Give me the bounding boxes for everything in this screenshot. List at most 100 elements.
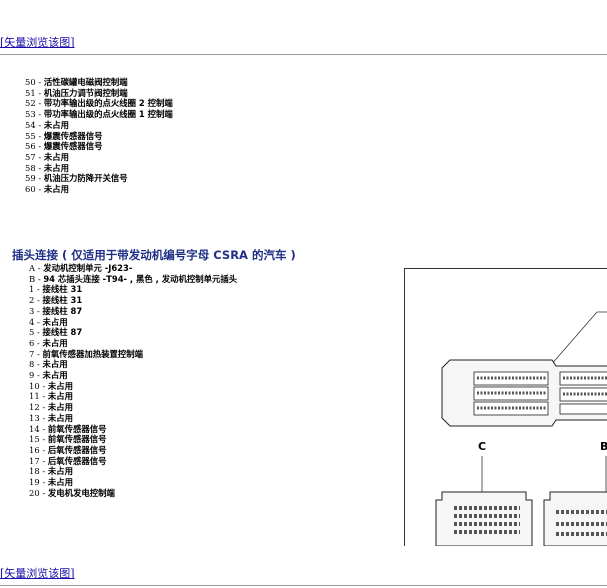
- pin-number: 56: [25, 141, 36, 152]
- separator: -: [35, 87, 44, 98]
- separator: -: [35, 77, 44, 87]
- separator: -: [39, 444, 48, 455]
- pin-number: 11: [29, 391, 40, 402]
- pin-description: 接线柱 31: [42, 284, 83, 295]
- pin-description: 未占用: [47, 466, 73, 477]
- pin-list-item: 17 - 后氧传感器信号: [29, 456, 237, 467]
- pin-number: 55: [25, 130, 36, 141]
- pin-list-item: 52 - 带功率输出级的点火线圈 2 控制端: [25, 98, 173, 109]
- pin-number: 12: [29, 402, 40, 413]
- pin-number: 10: [29, 380, 40, 391]
- pin-number: 52: [25, 98, 36, 109]
- separator: -: [39, 434, 48, 445]
- pin-description: 爆震传感器信号: [43, 141, 103, 152]
- pin-description: 接线柱 87: [42, 305, 83, 316]
- separator: -: [35, 119, 44, 130]
- separator: -: [34, 370, 43, 381]
- pin-list-item: B - 94 芯插头连接 -T94- , 黑色 , 发动机控制单元插头: [29, 274, 237, 285]
- vector-view-link-bottom[interactable]: [矢量浏览该图]: [0, 567, 75, 580]
- pin-list-item: 4 - 未占用: [29, 317, 237, 328]
- pin-number: 13: [29, 412, 40, 423]
- separator: -: [34, 305, 43, 316]
- pin-description: 后氧传感器信号: [47, 455, 107, 466]
- pin-number: 60: [25, 184, 36, 195]
- separator: -: [39, 477, 48, 488]
- pin-description: 后氧传感器信号: [47, 444, 107, 455]
- pin-description: 未占用: [43, 151, 69, 162]
- divider-bottom: [0, 585, 607, 586]
- pin-number: 16: [29, 444, 40, 455]
- pin-list-item: 15 - 前氧传感器信号: [29, 434, 237, 445]
- separator: -: [34, 295, 43, 306]
- pin-description: 未占用: [47, 402, 73, 413]
- pin-number: A: [29, 263, 36, 273]
- separator: -: [34, 327, 43, 338]
- pin-description: 接线柱 31: [42, 295, 83, 306]
- separator: -: [35, 273, 44, 284]
- pin-list-item: 59 - 机油压力防降开关信号: [25, 173, 173, 184]
- pin-list-item: 56 - 爆震传感器信号: [25, 141, 173, 152]
- pin-number: 51: [25, 87, 36, 98]
- pin-description: 未占用: [47, 391, 73, 402]
- pin-list-item: 54 - 未占用: [25, 120, 173, 131]
- divider-top: [0, 54, 607, 55]
- separator: -: [39, 455, 48, 466]
- separator: -: [35, 130, 44, 141]
- pin-description: 机油压力调节阀控制端: [43, 87, 128, 98]
- label-c: C: [478, 440, 486, 453]
- pin-number: 7: [29, 348, 35, 359]
- separator: -: [39, 380, 48, 391]
- separator: -: [35, 173, 44, 184]
- pin-description: 前氧传感器信号: [47, 423, 107, 434]
- separator: -: [34, 284, 43, 295]
- separator: -: [34, 316, 43, 327]
- pin-description: 活性碳罐电磁阀控制端: [43, 77, 128, 87]
- pin-number: 4: [29, 316, 35, 327]
- separator: -: [34, 337, 43, 348]
- pin-list-item: 9 - 未占用: [29, 370, 237, 381]
- pin-number: 15: [29, 434, 40, 445]
- pin-list-item: 51 - 机油压力调节阀控制端: [25, 88, 173, 99]
- pin-description: 发电机发电控制端: [47, 487, 115, 498]
- pin-number: 58: [25, 162, 36, 173]
- pin-list-item: 12 - 未占用: [29, 402, 237, 413]
- pin-list-item: 60 - 未占用: [25, 184, 173, 195]
- pin-description: 机油压力防降开关信号: [43, 173, 128, 184]
- pin-description: 带功率输出级的点火线圈 2 控制端: [43, 98, 173, 109]
- pin-description: 带功率输出级的点火线圈 1 控制端: [43, 109, 173, 120]
- pin-description: 未占用: [42, 337, 68, 348]
- pin-list-item: 19 - 未占用: [29, 477, 237, 488]
- pin-list-item: 5 - 接线柱 87: [29, 327, 237, 338]
- pin-description: 发动机控制单元 -J623-: [43, 263, 133, 273]
- separator: -: [35, 141, 44, 152]
- pin-list-item: 7 - 前氧传感器加热装置控制端: [29, 349, 237, 360]
- pin-list-item: 6 - 未占用: [29, 338, 237, 349]
- pin-number: 9: [29, 370, 35, 381]
- separator: -: [39, 423, 48, 434]
- pin-number: 54: [25, 119, 36, 130]
- pin-number: 50: [25, 77, 36, 87]
- separator: -: [34, 348, 43, 359]
- pin-description: 未占用: [47, 412, 73, 423]
- label-b: B: [600, 440, 607, 453]
- separator: -: [39, 402, 48, 413]
- pin-list-item: 57 - 未占用: [25, 152, 173, 163]
- pin-list-item: 11 - 未占用: [29, 391, 237, 402]
- vector-view-link-top[interactable]: [矢量浏览该图]: [0, 36, 75, 49]
- separator: -: [35, 184, 44, 195]
- pin-description: 94 芯插头连接 -T94- , 黑色 , 发动机控制单元插头: [43, 273, 238, 284]
- pin-number: 59: [25, 173, 36, 184]
- connector-figure: C B: [404, 268, 607, 559]
- pin-number: 20: [29, 487, 40, 498]
- pin-description: 未占用: [47, 380, 73, 391]
- pin-number: 6: [29, 337, 35, 348]
- pin-description: 接线柱 87: [42, 327, 83, 338]
- separator: -: [35, 98, 44, 109]
- pin-description: 爆震传感器信号: [43, 130, 103, 141]
- pin-list-item: 1 - 接线柱 31: [29, 284, 237, 295]
- pin-description: 前氧传感器加热装置控制端: [42, 348, 144, 359]
- pin-description: 前氧传感器信号: [47, 434, 107, 445]
- pin-number: 53: [25, 109, 36, 120]
- pin-number: 17: [29, 455, 40, 466]
- pin-list-item: 3 - 接线柱 87: [29, 306, 237, 317]
